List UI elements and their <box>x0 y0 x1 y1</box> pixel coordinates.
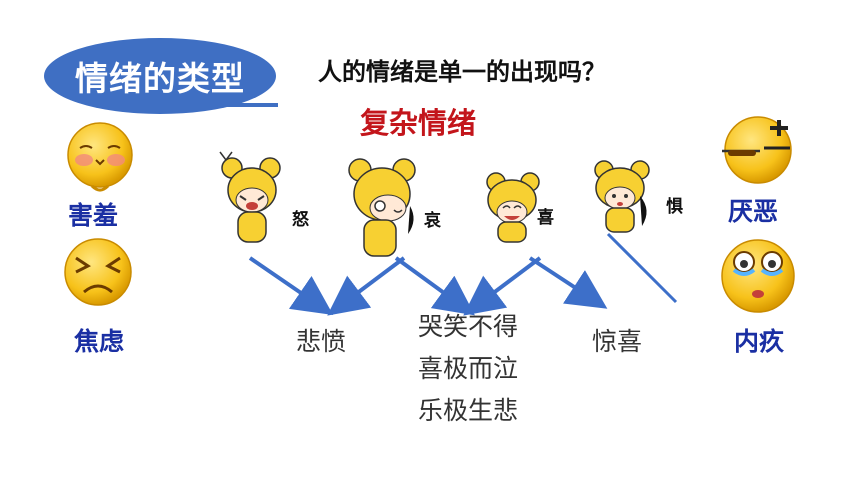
happy-girl-icon <box>486 172 540 243</box>
label-disgust: 厌恶 <box>728 197 779 226</box>
label-guilt: 内疚 <box>734 327 785 356</box>
label-grief-anger: 悲愤 <box>296 327 347 356</box>
subtitle: 复杂情绪 <box>360 106 477 140</box>
label-surprise-joy: 惊喜 <box>592 327 643 356</box>
sad-girl-icon <box>348 158 416 257</box>
page-title: 情绪的类型 <box>75 59 245 98</box>
arrow-sorrow-to-grief <box>327 256 406 316</box>
list-item: 喜极而泣 <box>418 354 519 383</box>
question-text: 人的情绪是单一的出现吗？ <box>318 58 606 86</box>
guilt-emoji-icon <box>721 239 795 313</box>
label-fear: 惧 <box>666 197 683 217</box>
arrow-sorrow-to-mixed <box>394 256 475 316</box>
angry-girl-icon <box>219 151 281 243</box>
shy-emoji-icon <box>67 122 133 192</box>
emotion-arrows <box>248 232 678 316</box>
anxious-emoji-icon <box>64 238 132 306</box>
arrow-anger-to-grief <box>248 256 334 316</box>
arrow-joy-to-mixed <box>463 256 542 316</box>
arrow-fear-to-surprise <box>606 232 678 304</box>
title-badge: 情绪的类型 <box>44 38 276 114</box>
scared-girl-icon <box>594 160 650 233</box>
label-anger: 怒 <box>292 210 309 230</box>
label-sorrow: 哀 <box>424 211 441 231</box>
disgust-emoji-icon <box>722 116 792 184</box>
list-item: 乐极生悲 <box>418 396 519 425</box>
mixed-emotion-list: 哭笑不得 喜极而泣 乐极生悲 <box>418 306 518 432</box>
title-underline <box>120 103 278 107</box>
list-item: 哭笑不得 <box>418 312 519 341</box>
arrow-joy-to-surprise <box>528 256 608 309</box>
label-joy: 喜 <box>537 208 554 228</box>
label-shy: 害羞 <box>68 201 119 230</box>
label-anxious: 焦虑 <box>74 327 125 356</box>
